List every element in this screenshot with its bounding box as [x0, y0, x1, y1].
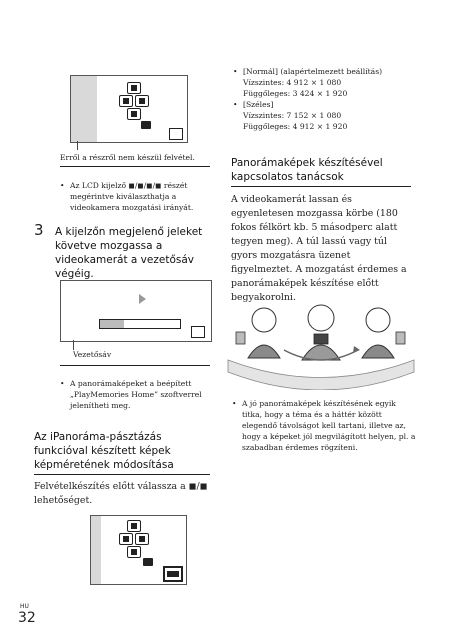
panning-illustration: [226, 300, 416, 391]
arrow-left-icon: [119, 533, 133, 545]
step-text: A kijelzőn megjelenő jeleket követve moz…: [55, 226, 203, 280]
caption-unrecorded: Erről a részről nem készül felvétel.: [60, 153, 195, 162]
arrow-right-icon: [135, 533, 149, 545]
callout-line: [73, 340, 74, 350]
tips-title: Panorámaképek készítésével kapcsolatos t…: [231, 157, 383, 183]
arrow-up-icon: [127, 82, 141, 94]
size-normal-v: Függőleges: 3 424 × 1 920: [243, 89, 348, 98]
size-normal-label: [Normál] (alapértelmezett beállítás): [243, 67, 383, 76]
menu-icon: [169, 128, 183, 140]
callout-line: [77, 141, 78, 150]
size-wide-v: Függőleges: 4 912 × 1 920: [243, 122, 348, 131]
tip-bullet: •A jó panorámaképek készítésének egyik t…: [232, 399, 416, 452]
section-title-resize: Az iPanoráma-pásztázás funkcióval készít…: [34, 431, 174, 471]
tips-rule: [231, 186, 411, 187]
page-number: 32: [18, 610, 36, 626]
bullet-direction: •Az LCD kijelző ◼/◼/◼/◼ részét megérintv…: [60, 181, 194, 212]
unrecorded-area: [91, 516, 101, 584]
step-number: 3: [34, 221, 44, 239]
camera-screen-illustration-3: [90, 515, 187, 585]
language-code: HU: [20, 603, 29, 610]
arrow-right-icon: [135, 95, 149, 107]
camera-screen-illustration-1: [70, 75, 188, 143]
caption-rule: [60, 166, 210, 167]
tips-body: A videokamerát lassan és egyenletesen mo…: [231, 194, 407, 303]
guide-label: Vezetősáv: [73, 350, 112, 359]
size-wide-label: [Széles]: [243, 100, 274, 109]
arrow-down-icon: [127, 546, 141, 558]
size-normal-h: Vízszintes: 4 912 × 1 080: [243, 78, 342, 87]
panning-figures-svg: [227, 304, 415, 391]
guide-bar: [99, 319, 181, 329]
arrow-down-icon: [127, 108, 141, 120]
section-body-resize: Felvételkészítés előtt válassza a ◼/◼ le…: [34, 481, 208, 506]
arrow-right-icon: [139, 294, 146, 304]
arrow-up-icon: [127, 520, 141, 532]
menu-icon: [191, 326, 205, 338]
panorama-size-icon[interactable]: [163, 566, 183, 582]
camera-screen-illustration-2: [60, 280, 212, 342]
arrow-left-icon: [119, 95, 133, 107]
bullet-playmemories: •A panorámaképeket a beépített „PlayMemo…: [60, 379, 202, 410]
size-wide-h: Vízszintes: 7 152 × 1 080: [243, 111, 342, 120]
size-list: •[Normál] (alapértelmezett beállítás) Ví…: [233, 66, 423, 132]
section-rule: [34, 474, 210, 475]
camera-icon: [143, 558, 153, 566]
unrecorded-area: [71, 76, 97, 142]
guide-rule: [60, 365, 210, 366]
camera-icon: [141, 121, 151, 129]
